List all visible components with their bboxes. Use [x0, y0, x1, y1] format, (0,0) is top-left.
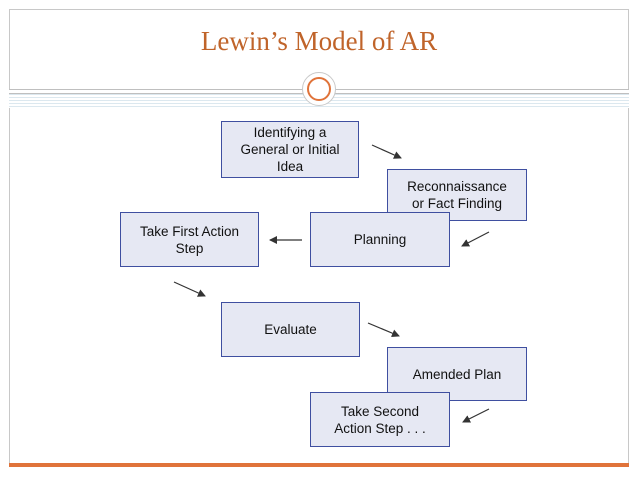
- slide-title: Lewin’s Model of AR: [200, 26, 438, 56]
- arrow-recon-to-planning: [461, 231, 490, 247]
- step-planning: Planning: [310, 212, 450, 267]
- arrow-evaluate-to-amended: [367, 322, 400, 337]
- frame-left-edge: [9, 108, 10, 464]
- step-take-first-action: Take First Action Step: [120, 212, 259, 267]
- arrow-amended-to-second-action: [462, 408, 490, 423]
- ring-ornament-icon: [302, 72, 336, 106]
- slide-frame: [9, 9, 629, 89]
- arrow-identify-to-recon: [371, 144, 402, 159]
- arrow-first-action-to-evaluate: [173, 281, 206, 297]
- step-identify-idea: Identifying a General or Initial Idea: [221, 121, 359, 178]
- bottom-accent-bar: [9, 463, 629, 467]
- frame-right-edge: [628, 108, 629, 464]
- step-take-second-action: Take Second Action Step . . .: [310, 392, 450, 447]
- step-evaluate: Evaluate: [221, 302, 360, 357]
